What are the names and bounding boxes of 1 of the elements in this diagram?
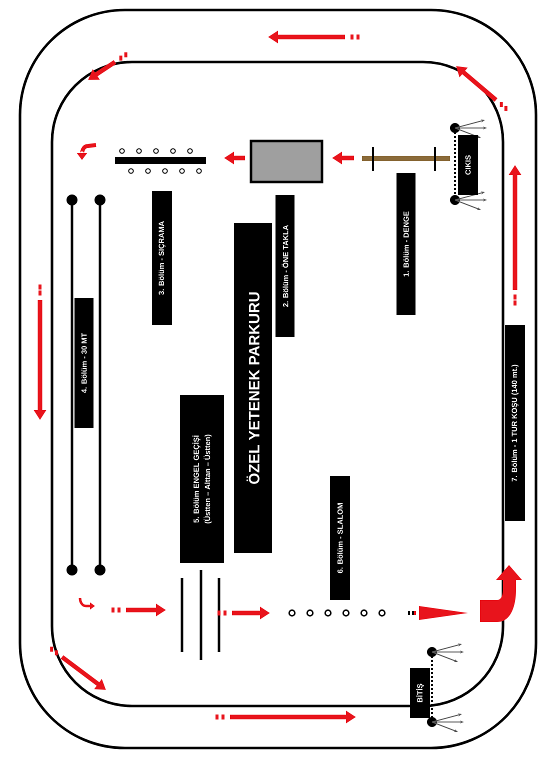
title-banner: ÖZEL YETENEK PARKURU (234, 223, 272, 553)
